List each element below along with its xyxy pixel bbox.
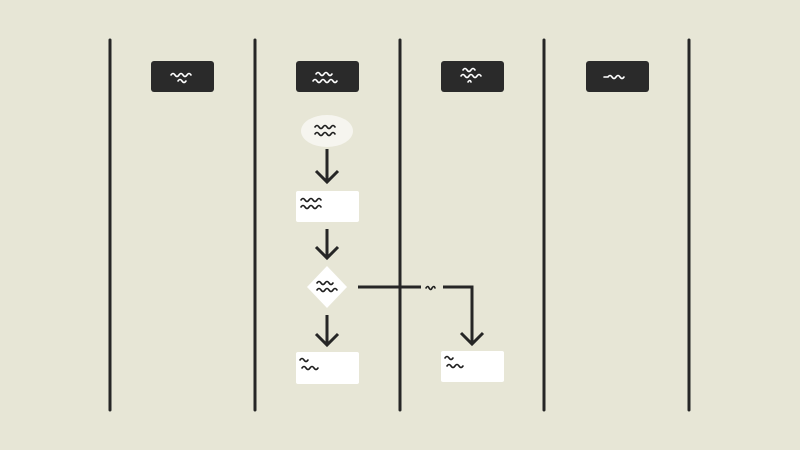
flow-arrow (314, 149, 340, 185)
lane-header-3 (441, 61, 504, 92)
flow-arrow (314, 229, 340, 261)
lane-header-2 (296, 61, 359, 92)
end-node-left (296, 352, 359, 384)
branch-arrow (358, 285, 485, 347)
lane-header-4 (586, 61, 649, 92)
decision-node (307, 266, 347, 308)
end-node-right (441, 351, 504, 382)
start-node (301, 115, 353, 147)
lane-header-1 (151, 61, 214, 92)
process-node (296, 191, 359, 222)
flow-arrow (314, 315, 340, 348)
